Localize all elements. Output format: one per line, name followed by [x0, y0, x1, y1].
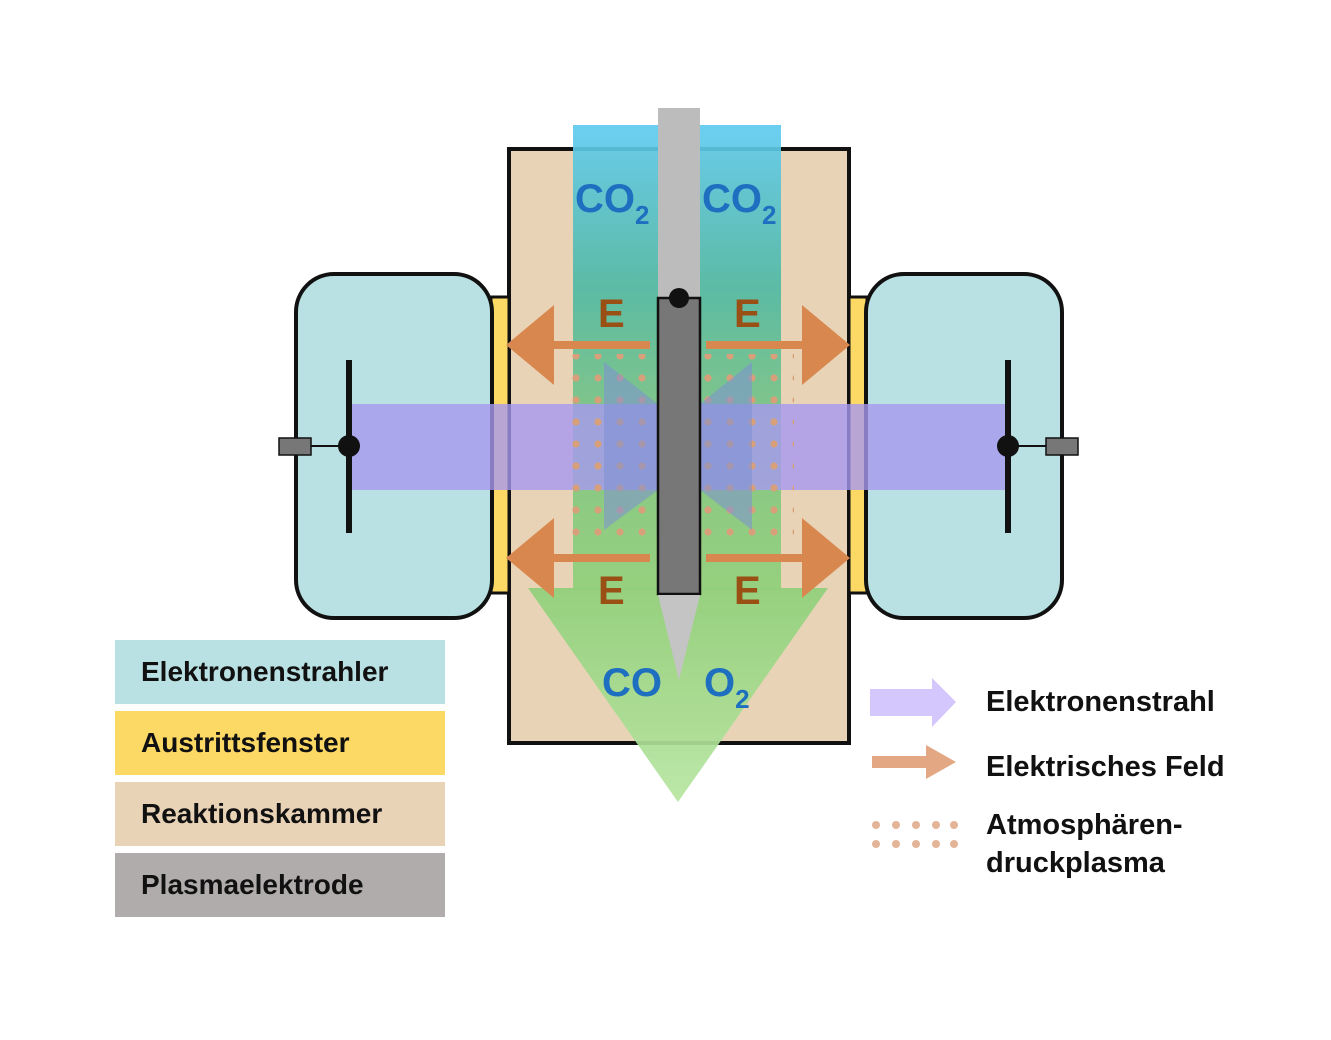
legend-label: Reaktionskammer: [141, 798, 383, 829]
key-plasma-dots: [872, 821, 958, 848]
product-label-co: CO: [602, 661, 662, 705]
key-electric-field-label: Elektrisches Feld: [986, 751, 1225, 783]
beam-cone-left: [604, 362, 658, 530]
field-label-top-right: E: [734, 292, 761, 336]
legend-label: Austrittsfenster: [141, 727, 350, 758]
field-label-top-left: E: [598, 292, 625, 336]
legend-reaction-chamber: Reaktionskammer: [115, 782, 445, 846]
key-electron-beam-arrow: [870, 678, 956, 727]
field-label-bottom-right: E: [734, 569, 761, 613]
inflow-label-left: CO2: [575, 177, 649, 230]
key-plasma-label-line2: druckplasma: [986, 847, 1165, 879]
electrode-tip: [658, 595, 700, 680]
legend-label: Plasmaelektrode: [141, 869, 364, 900]
cathode-terminal-left: [278, 437, 312, 456]
key-plasma-label: Atmosphären- druckplasma: [986, 806, 1183, 882]
inflow-label-right: CO2: [702, 177, 776, 230]
legend-label: Elektronenstrahler: [141, 656, 389, 687]
product-flow-arrow: [528, 588, 828, 802]
cathode-node-right: [997, 435, 1019, 457]
legend-exit-window: Austrittsfenster: [115, 711, 445, 775]
field-label-bottom-left: E: [598, 569, 625, 613]
product-label-o2: O2: [704, 661, 750, 714]
key-electron-beam-label: Elektronenstrahl: [986, 686, 1215, 718]
key-electric-field-arrow: [872, 745, 956, 779]
legend-plasma-electrode: Plasmaelektrode: [115, 853, 445, 917]
cathode-node-left: [338, 435, 360, 457]
plasma-electrode: [656, 296, 702, 596]
electrode-rod: [658, 108, 700, 298]
cathode-terminal-right: [1045, 437, 1079, 456]
electrode-contact: [669, 288, 689, 308]
key-plasma-label-line1: Atmosphären-: [986, 809, 1183, 841]
electric-field-arrows: [506, 305, 850, 598]
legend-electron-emitter: Elektronenstrahler: [115, 640, 445, 704]
beam-cone-right: [700, 362, 752, 530]
